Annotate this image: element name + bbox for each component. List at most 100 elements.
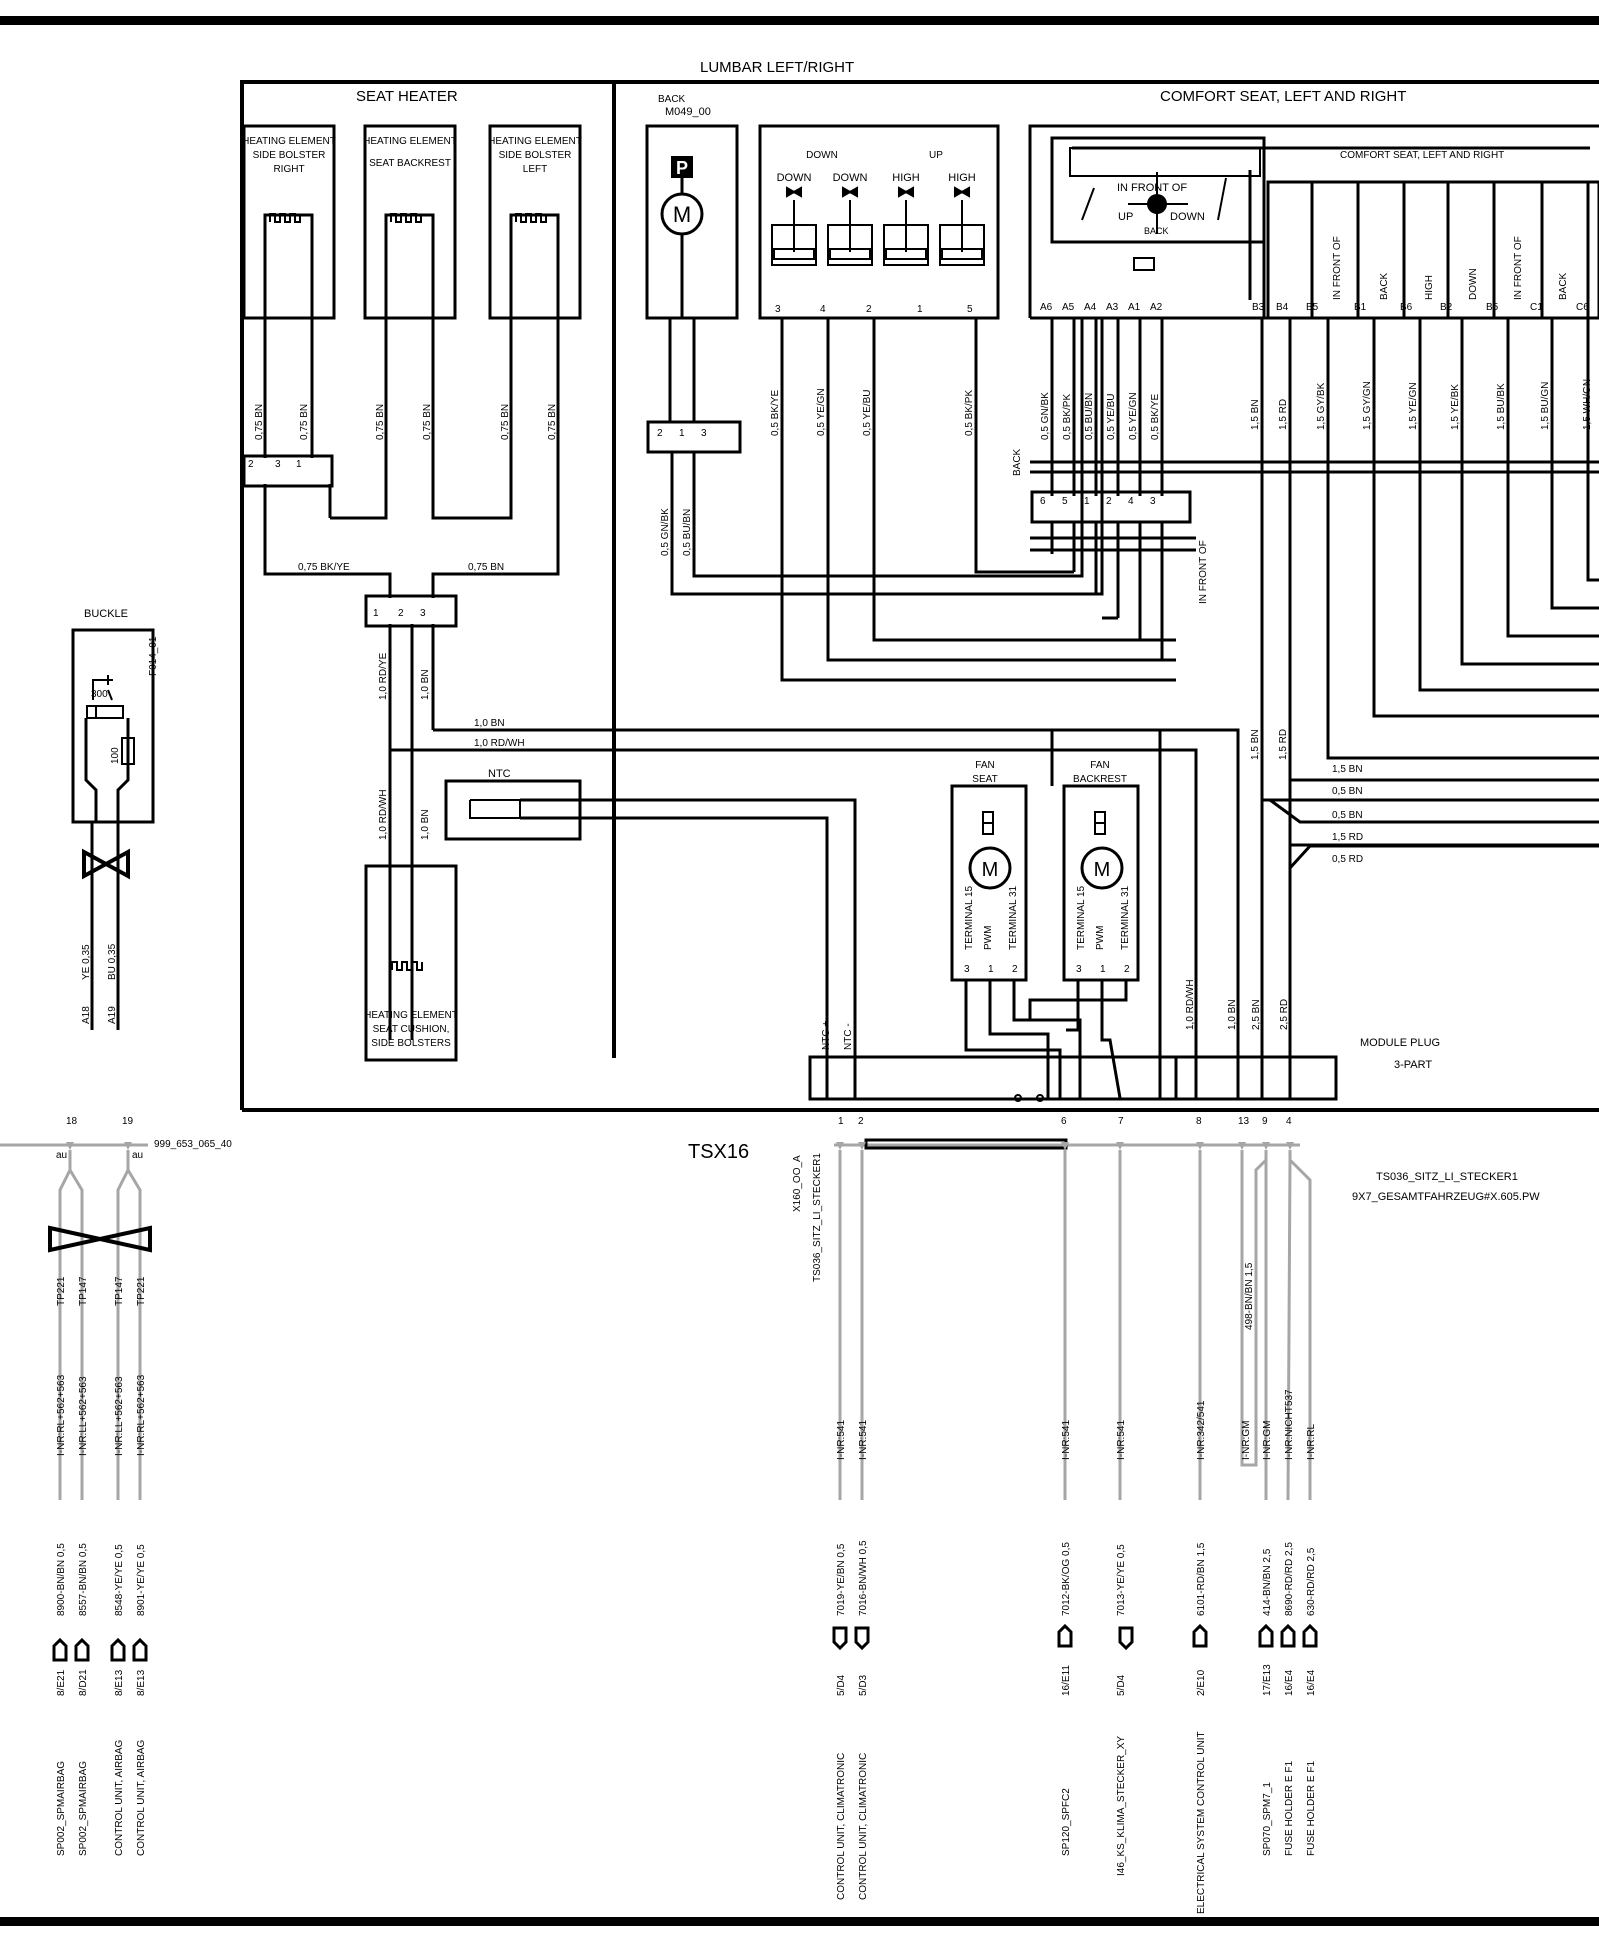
svg-text:DOWN: DOWN: [833, 172, 868, 184]
svg-text:2,5 RD: 2,5 RD: [1279, 999, 1290, 1030]
svg-text:16/E4: 16/E4: [1284, 1669, 1295, 1696]
fan-backrest: FAN BACKREST M TERMINAL 15 PWM TERMINAL …: [1062, 760, 1140, 982]
seat-heater-title: SEAT HEATER: [356, 88, 458, 105]
svg-text:5/D4: 5/D4: [1116, 1674, 1127, 1696]
svg-text:A6: A6: [1040, 302, 1053, 313]
svg-text:1: 1: [296, 459, 302, 470]
svg-text:19: 19: [122, 1116, 134, 1127]
comfort-seat-switch: COMFORT SEAT, LEFT AND RIGHT IN FRONT OF…: [1028, 124, 1599, 320]
svg-text:IN FRONT OF: IN FRONT OF: [1332, 236, 1343, 300]
svg-text:0,5 BU/BN: 0,5 BU/BN: [682, 509, 693, 556]
svg-text:FAN: FAN: [1090, 760, 1109, 771]
svg-text:NTC: NTC: [488, 768, 511, 780]
svg-text:1,5 RD: 1,5 RD: [1278, 729, 1289, 760]
svg-text:YE 0,35: YE 0,35: [81, 944, 92, 980]
svg-text:A18: A18: [81, 1006, 92, 1024]
svg-text:4: 4: [1128, 496, 1134, 507]
svg-text:0,5 BU/BN: 0,5 BU/BN: [1084, 393, 1095, 440]
svg-text:DOWN: DOWN: [777, 172, 812, 184]
svg-text:3: 3: [1076, 964, 1082, 975]
svg-text:PWM: PWM: [983, 926, 994, 950]
svg-text:BACK: BACK: [1012, 448, 1023, 476]
svg-text:2: 2: [858, 1116, 864, 1127]
svg-text:SP002_SPMAIRBAG: SP002_SPMAIRBAG: [78, 1761, 89, 1856]
svg-text:1,0 BN: 1,0 BN: [420, 669, 431, 700]
svg-text:I-NR:NICHT537: I-NR:NICHT537: [1284, 1389, 1295, 1460]
svg-text:0,75 BN: 0,75 BN: [254, 404, 265, 440]
svg-text:9X7_GESAMTFAHRZEUG#X.605.PW: 9X7_GESAMTFAHRZEUG#X.605.PW: [1352, 1191, 1540, 1203]
svg-text:8/E13: 8/E13: [136, 1669, 147, 1696]
svg-text:0,75 BN: 0,75 BN: [468, 562, 504, 573]
svg-text:1,5 GY/BK: 1,5 GY/BK: [1316, 382, 1327, 430]
svg-text:3: 3: [1150, 496, 1156, 507]
lumbar-sw-wire-5: [974, 318, 1060, 574]
svg-text:TP221: TP221: [56, 1276, 67, 1306]
svg-text:SEAT CUSHION,: SEAT CUSHION,: [373, 1024, 450, 1035]
svg-text:DOWN: DOWN: [1170, 211, 1205, 223]
svg-text:1,0 BN: 1,0 BN: [420, 809, 431, 840]
tsx16-label: TSX16: [688, 1141, 749, 1163]
bottom-rule: [0, 1917, 1599, 1926]
svg-text:TERMINAL 15: TERMINAL 15: [1076, 885, 1087, 950]
svg-text:I-NR:541: I-NR:541: [1061, 1420, 1072, 1460]
lumbar-sw-wire-4: [826, 318, 1176, 662]
svg-text:1,5 WH/GN: 1,5 WH/GN: [1582, 379, 1593, 430]
svg-text:13: 13: [1238, 1116, 1250, 1127]
svg-text:SIDE BOLSTERS: SIDE BOLSTERS: [371, 1038, 451, 1049]
svg-text:2,5 BN: 2,5 BN: [1251, 999, 1262, 1030]
svg-text:8900-BN/BN 0,5: 8900-BN/BN 0,5: [56, 1543, 67, 1616]
svg-text:A4: A4: [1084, 302, 1097, 313]
svg-text:BACKREST: BACKREST: [1073, 774, 1127, 785]
svg-text:A1: A1: [1128, 302, 1141, 313]
svg-text:6: 6: [1040, 496, 1046, 507]
svg-text:0,5 BN: 0,5 BN: [1332, 810, 1363, 821]
svg-text:M: M: [1094, 859, 1111, 881]
svg-text:1,5 RD: 1,5 RD: [1332, 832, 1363, 843]
svg-text:1: 1: [1100, 964, 1106, 975]
svg-text:6: 6: [1061, 1116, 1067, 1127]
svg-text:3: 3: [775, 304, 781, 315]
lumbar-motor-wire-1: [670, 318, 1104, 596]
comfort-a-wiring: 6 5 1 2 4 3: [976, 318, 1599, 660]
heater-wiring: [263, 318, 560, 1040]
svg-text:SIDE BOLSTER: SIDE BOLSTER: [499, 150, 572, 161]
svg-text:0,75 BN: 0,75 BN: [299, 404, 310, 440]
svg-text:DOWN: DOWN: [1468, 268, 1479, 300]
svg-text:5: 5: [967, 304, 973, 315]
svg-text:IN FRONT OF: IN FRONT OF: [1513, 236, 1524, 300]
svg-text:CONTROL UNIT, CLIMATRONIC: CONTROL UNIT, CLIMATRONIC: [858, 1753, 869, 1900]
svg-text:COMFORT SEAT, LEFT AND RIGHT: COMFORT SEAT, LEFT AND RIGHT: [1340, 150, 1504, 161]
ntc-plus-wire: [580, 798, 857, 1098]
heater-connector-top: 2 3 1: [242, 454, 334, 488]
svg-text:A2: A2: [1150, 302, 1163, 313]
svg-text:8/D21: 8/D21: [78, 1669, 89, 1696]
comfort-b-wiring: [1260, 318, 1599, 1098]
svg-text:2: 2: [657, 428, 663, 439]
svg-text:4: 4: [820, 304, 826, 315]
svg-text:0,5 GN/BK: 0,5 GN/BK: [1040, 392, 1051, 440]
svg-text:2: 2: [398, 608, 404, 619]
svg-text:18: 18: [66, 1116, 78, 1127]
svg-text:I-NR:LL+562+563: I-NR:LL+562+563: [78, 1376, 89, 1456]
svg-text:100: 100: [110, 747, 121, 764]
svg-text:1,5 BN: 1,5 BN: [1332, 764, 1363, 775]
svg-text:1,5 YE/GN: 1,5 YE/GN: [1408, 382, 1419, 430]
svg-text:MODULE PLUG: MODULE PLUG: [1360, 1037, 1440, 1049]
svg-text:1,5 BN: 1,5 BN: [1250, 729, 1261, 760]
svg-text:0,5 RD: 0,5 RD: [1332, 854, 1363, 865]
svg-text:au: au: [132, 1150, 143, 1161]
buckle: BUCKLE F014_01 300 100 YE 0,35 BU 0,35 A…: [71, 608, 159, 1030]
svg-text:I-NR:541: I-NR:541: [836, 1420, 847, 1460]
svg-text:TS036_SITZ_LI_STECKER1: TS036_SITZ_LI_STECKER1: [1376, 1171, 1518, 1183]
svg-text:2/E10: 2/E10: [1196, 1669, 1207, 1696]
svg-text:2: 2: [866, 304, 872, 315]
svg-text:3: 3: [701, 428, 707, 439]
ntc-sensor: NTC: [444, 768, 582, 841]
svg-text:A5: A5: [1062, 302, 1075, 313]
svg-text:ELECTRICAL SYSTEM CONTROL UNIT: ELECTRICAL SYSTEM CONTROL UNIT: [1196, 1731, 1207, 1914]
svg-text:0,5 BK/YE: 0,5 BK/YE: [1150, 394, 1161, 440]
svg-text:2: 2: [248, 459, 254, 470]
svg-text:0,5 GN/BK: 0,5 GN/BK: [660, 508, 671, 556]
svg-text:0,5 BK/PK: 0,5 BK/PK: [964, 390, 975, 436]
svg-text:4: 4: [1286, 1116, 1292, 1127]
